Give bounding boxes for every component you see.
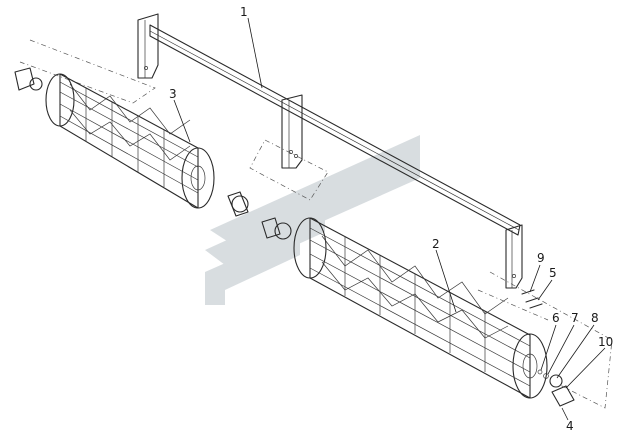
end-hardware-right [521, 289, 575, 407]
leader-lines [173, 17, 606, 421]
callout-5: 5 [549, 266, 557, 280]
roller-left [14, 67, 215, 209]
callout-1: 1 [240, 5, 248, 19]
callout-9: 9 [537, 251, 545, 265]
callout-7: 7 [571, 311, 579, 325]
frame-beam [137, 13, 523, 289]
callout-8: 8 [591, 311, 599, 325]
bearing-middle [227, 191, 292, 240]
callout-10: 10 [598, 335, 613, 349]
callout-6: 6 [552, 311, 560, 325]
callout-labels: 1 2 3 4 5 6 7 8 9 10 [169, 5, 613, 433]
callout-4: 4 [566, 419, 574, 433]
callout-3: 3 [169, 87, 177, 101]
callout-2: 2 [432, 237, 440, 251]
roller-right [293, 217, 548, 399]
